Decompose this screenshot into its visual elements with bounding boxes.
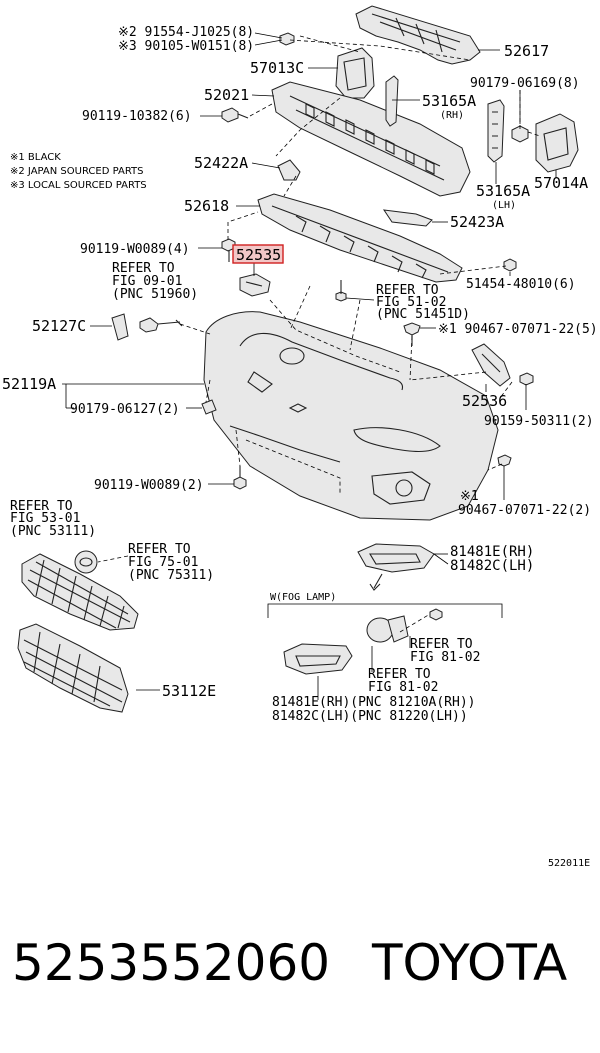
label-53165A-rh: 53165A bbox=[422, 92, 476, 110]
label-52617: 52617 bbox=[504, 42, 549, 60]
note-local-sourced: ※3 LOCAL SOURCED PARTS bbox=[10, 180, 147, 191]
retainer-52536-shape bbox=[471, 343, 511, 387]
bumper-cover-52119A-shape bbox=[203, 311, 499, 521]
refer-5102-line1: REFER TO bbox=[376, 283, 439, 298]
label-81481E-rh-pnc: 81481E(RH)(PNC 81210A(RH)) bbox=[272, 695, 476, 710]
label-90467-2: 90467-07071-22(2) bbox=[458, 503, 591, 518]
label-51454: 51454-48010(6) bbox=[466, 277, 576, 292]
part-labels: ※2 91554-J1025(8) ※3 90105-W0151(8) 5261… bbox=[2, 25, 598, 869]
screw-90159-shape bbox=[519, 372, 534, 386]
clip-90467-top-shape bbox=[403, 322, 421, 346]
label-81482C-lh: 81482C(LH) bbox=[450, 558, 534, 574]
dashed-assembly-lines bbox=[97, 35, 541, 633]
bracket-52617-shape bbox=[355, 5, 481, 65]
refer-7501-line2: FIG 75-01 bbox=[128, 555, 198, 570]
stay-53165A-rh-shape bbox=[385, 75, 399, 127]
fastener-91554-shape bbox=[279, 32, 295, 46]
note-black: ※1 BLACK bbox=[10, 152, 61, 163]
emblem-75311-shape bbox=[74, 550, 98, 574]
leader-lines bbox=[62, 32, 557, 700]
clip-51454-shape bbox=[503, 258, 517, 272]
bolt-90119-10382-shape bbox=[221, 107, 249, 123]
refer-5301-line1: REFER TO bbox=[10, 499, 73, 514]
label-90119-10382: 90119-10382(6) bbox=[82, 109, 192, 124]
label-90467-5: ※1 90467-07071-22(5) bbox=[438, 322, 598, 337]
refer-8102a-line2: FIG 81-02 bbox=[410, 650, 480, 665]
label-57014A: 57014A bbox=[534, 174, 588, 192]
label-90159: 90159-50311(2) bbox=[484, 414, 594, 429]
label-90179-06169: 90179-06169(8) bbox=[470, 76, 580, 91]
fog-lamp-shape bbox=[366, 608, 443, 643]
label-52021: 52021 bbox=[204, 86, 249, 104]
fog-lamp-group-frame bbox=[267, 603, 503, 618]
label-fog-lamp: W(FOG LAMP) bbox=[270, 592, 336, 603]
pad-52422A-shape bbox=[277, 159, 301, 181]
grille-53112E-shape bbox=[17, 623, 129, 713]
diagram-code: 522011E bbox=[548, 858, 590, 869]
bracket-57013C-shape bbox=[335, 47, 375, 99]
label-rh: (RH) bbox=[440, 110, 464, 121]
label-52535: 52535 bbox=[236, 246, 281, 264]
label-52127C: 52127C bbox=[32, 317, 86, 335]
reinforcement-52021-shape bbox=[271, 81, 471, 197]
label-52618: 52618 bbox=[184, 197, 229, 215]
label-57013C: 57013C bbox=[250, 59, 304, 77]
bolt-90119-W0089-2-shape bbox=[233, 466, 247, 490]
label-90467-2-star: ※1 bbox=[460, 489, 479, 504]
label-52536: 52536 bbox=[462, 392, 507, 410]
highlight-box-52535 bbox=[232, 244, 284, 264]
bracket-52127C-shape bbox=[111, 313, 183, 341]
refer-5301-line3: (PNC 53111) bbox=[10, 524, 96, 539]
label-53165A-lh: 53165A bbox=[476, 182, 530, 200]
label-90119-W0089-4: 90119-W0089(4) bbox=[80, 242, 190, 257]
stay-53165A-lh-shape bbox=[487, 99, 505, 163]
label-90119-W0089-2: 90119-W0089(2) bbox=[94, 478, 204, 493]
label-lh: (LH) bbox=[492, 200, 516, 211]
clip-90467-lower-shape bbox=[497, 454, 512, 467]
label-52423A: 52423A bbox=[450, 213, 504, 231]
grille-53111-shape bbox=[21, 553, 139, 631]
label-52422A: 52422A bbox=[194, 154, 248, 172]
label-81481E-rh: 81481E(RH) bbox=[450, 544, 534, 560]
refer-5102-line2: FIG 51-02 bbox=[376, 295, 446, 310]
cover-81481E-lower-shape bbox=[283, 643, 353, 675]
label-90179-06127: 90179-06127(2) bbox=[70, 402, 180, 417]
label-52119A: 52119A bbox=[2, 375, 56, 393]
nut-90179-06127-shape bbox=[201, 399, 217, 415]
refer-0901-line3: (PNC 51960) bbox=[112, 287, 198, 302]
refer-5301-line2: FIG 53-01 bbox=[10, 511, 80, 526]
retainer-52535-shape bbox=[239, 273, 271, 297]
label-81482C-lh-pnc: 81482C(LH)(PNC 81220(LH)) bbox=[272, 709, 468, 724]
pad-52423A-shape bbox=[382, 209, 433, 227]
refer-7501-line1: REFER TO bbox=[128, 542, 191, 557]
refer-7501-line3: (PNC 75311) bbox=[128, 568, 214, 583]
label-90105: ※3 90105-W0151(8) bbox=[118, 39, 254, 54]
label-91554: ※2 91554-J1025(8) bbox=[118, 25, 254, 40]
notes-legend: ※1 BLACK ※2 JAPAN SOURCED PARTS ※3 LOCAL… bbox=[10, 152, 147, 191]
brand-name: TOYOTA bbox=[372, 934, 568, 992]
bracket-57014A-shape bbox=[535, 113, 579, 173]
part-number: 5253552060 bbox=[12, 934, 331, 992]
note-japan-sourced: ※2 JAPAN SOURCED PARTS bbox=[10, 166, 144, 177]
refer-8102b-line1: REFER TO bbox=[368, 667, 431, 682]
refer-0901-line2: FIG 09-01 bbox=[112, 274, 182, 289]
label-53112E: 53112E bbox=[162, 682, 216, 700]
refer-0901-line1: REFER TO bbox=[112, 261, 175, 276]
refer-8102b-line2: FIG 81-02 bbox=[368, 680, 438, 695]
cover-81481E-upper-shape bbox=[357, 543, 435, 591]
footer: 5253552060 TOYOTA bbox=[0, 930, 600, 1010]
refer-8102a-line1: REFER TO bbox=[410, 637, 473, 652]
refer-5102-line3: (PNC 51451D) bbox=[376, 307, 470, 322]
absorber-52618-shape bbox=[257, 193, 463, 283]
screw-51451D-shape bbox=[335, 280, 347, 302]
